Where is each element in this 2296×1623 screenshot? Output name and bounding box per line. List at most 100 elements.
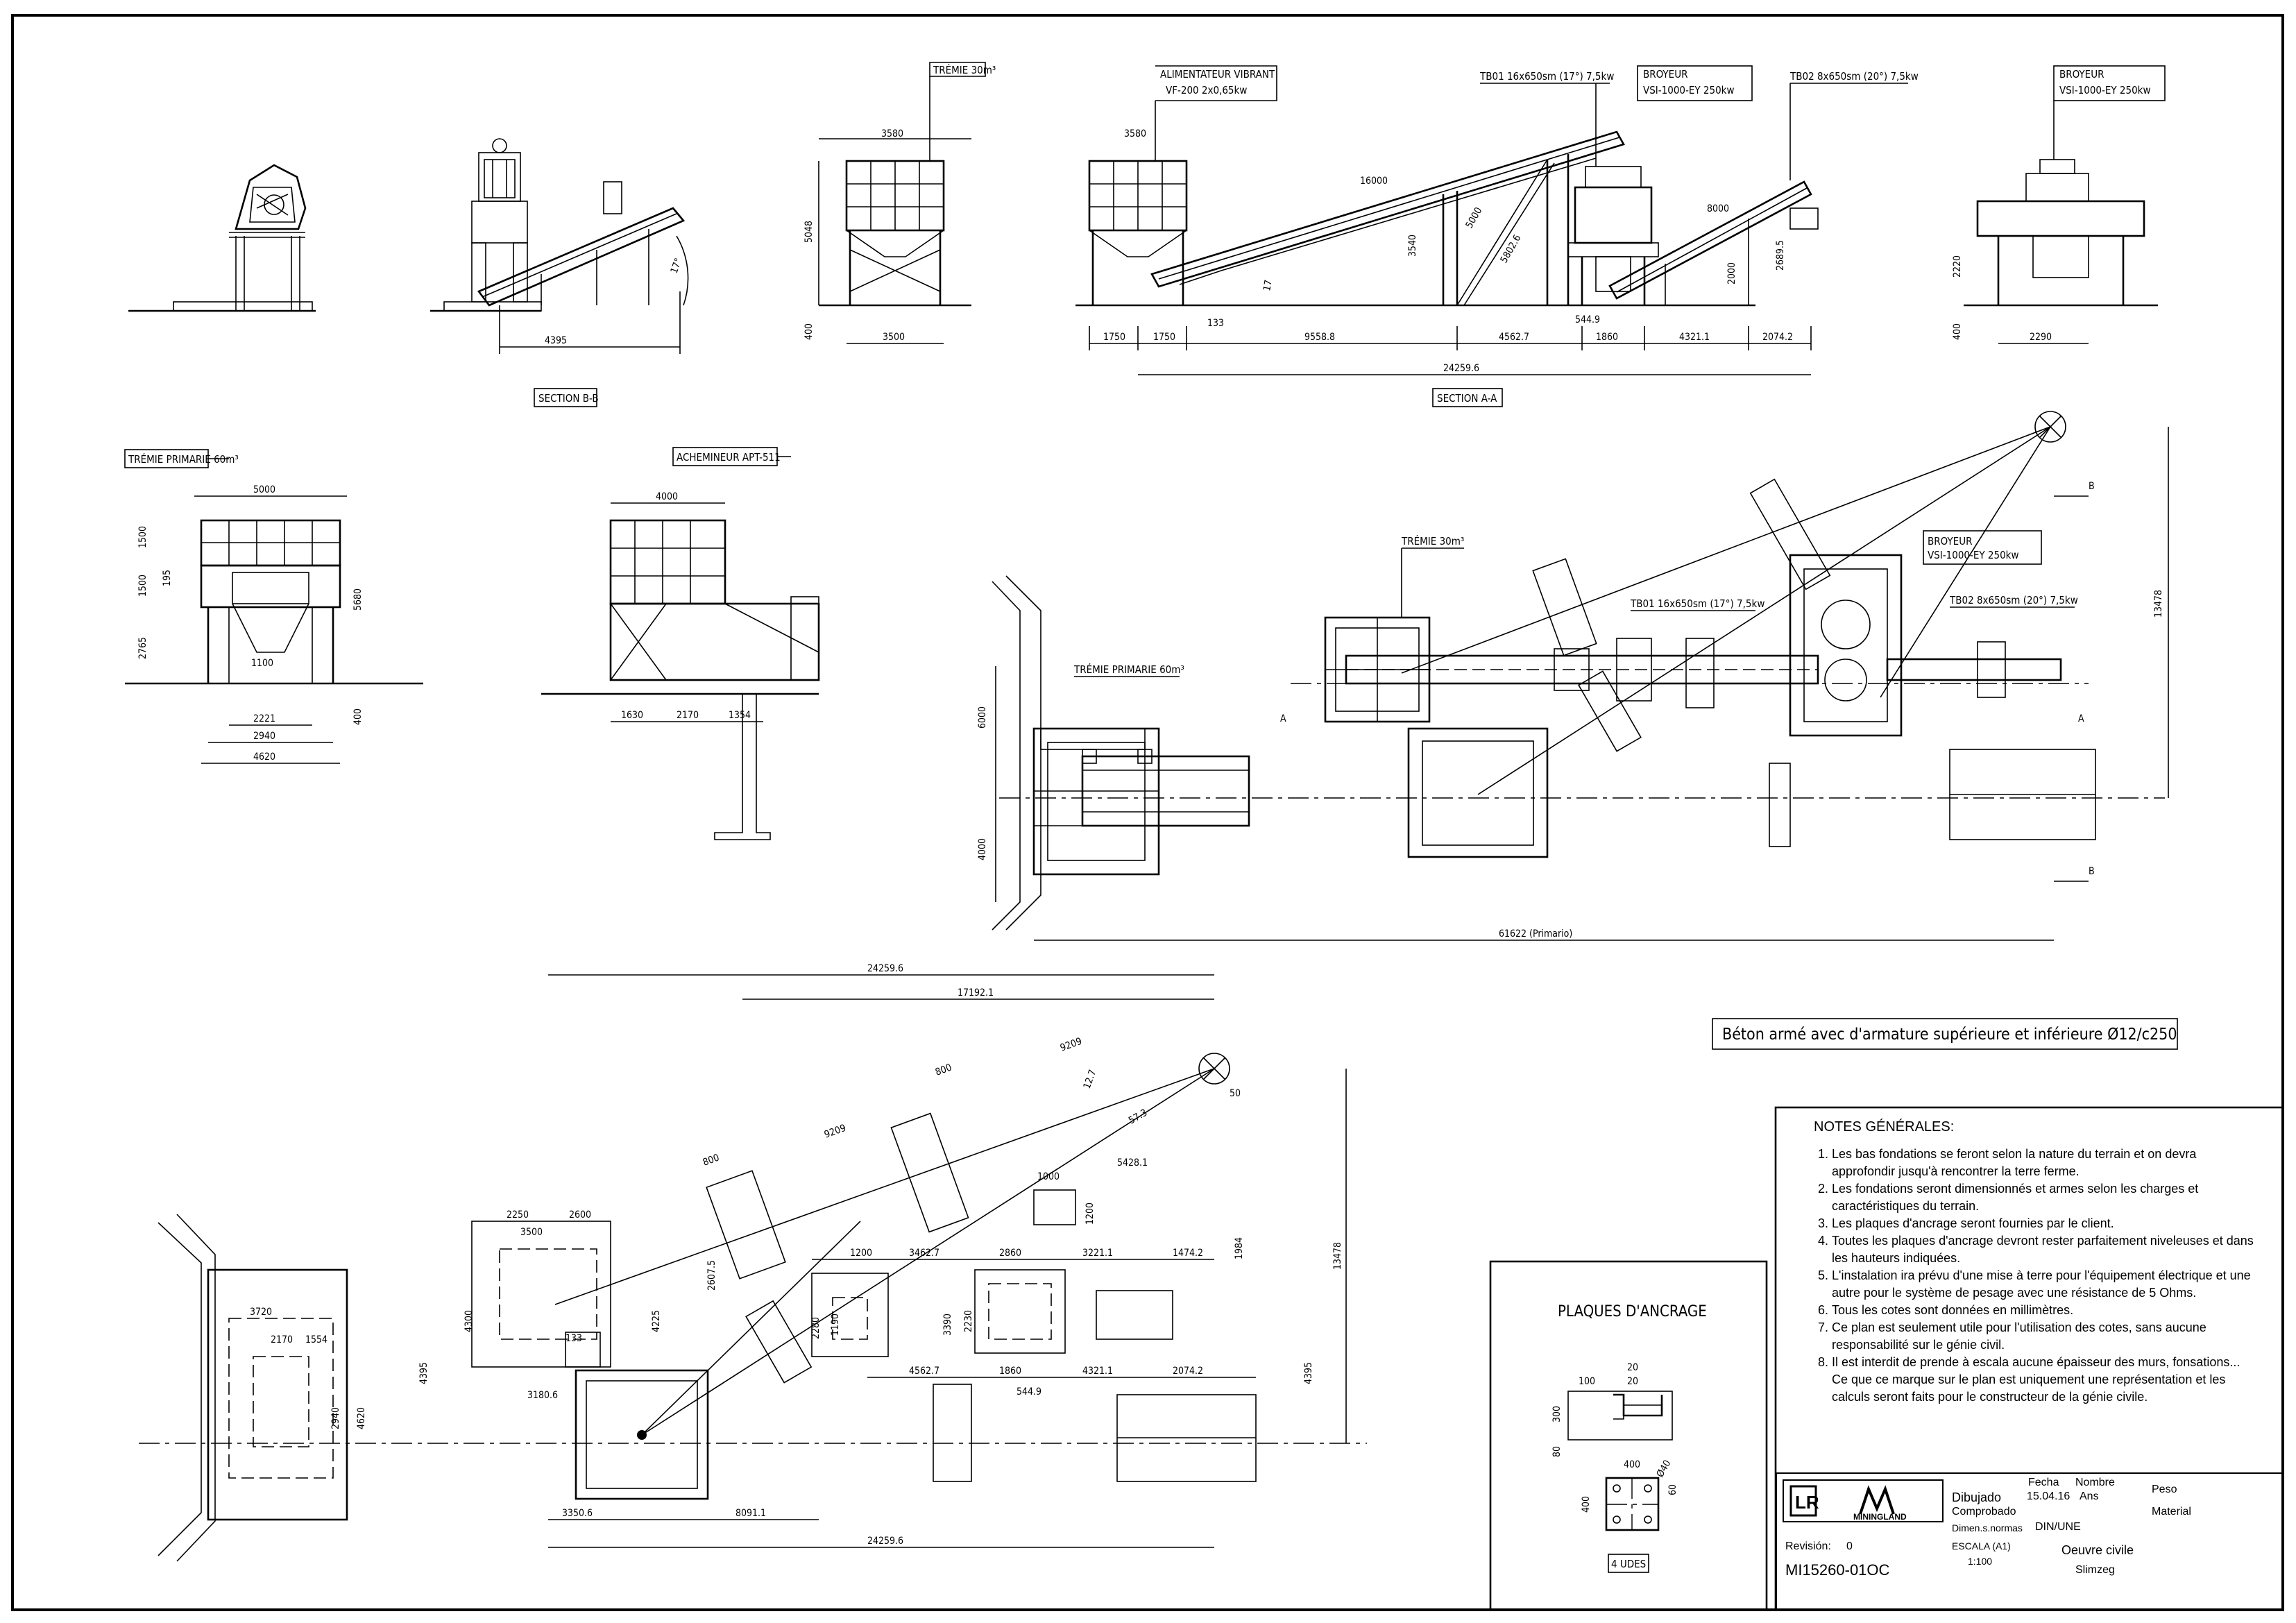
broyeur-label-2: VSI-1000-EY 250kw bbox=[1643, 84, 1735, 96]
dim-1500-b: 1500 bbox=[137, 575, 148, 597]
dim-2600: 2600 bbox=[569, 1209, 591, 1221]
dim-bb-4395: 4395 bbox=[545, 335, 567, 346]
section-bb-conveyor-view: 17° 4395 SECTION B-B bbox=[430, 138, 689, 407]
plaques-d20-b: 20 bbox=[1627, 1376, 1638, 1387]
dim-1100: 1100 bbox=[251, 658, 273, 669]
dim-5802: 5802.6 bbox=[1499, 233, 1524, 265]
dim-5428: 5428.1 bbox=[1117, 1157, 1148, 1169]
svg-text:LR: LR bbox=[1795, 1492, 1819, 1513]
dim-4300: 4300 bbox=[464, 1310, 475, 1332]
tremie30-label: TRÉMIE 30m³ bbox=[933, 63, 996, 76]
note-item: Tous les cotes sont données en millimètr… bbox=[1832, 1302, 2258, 1319]
revision-value: 0 bbox=[1846, 1540, 1853, 1552]
tb01-label: TB01 16x650sm (17°) 7,5kw bbox=[1479, 70, 1614, 83]
plaques-d300: 300 bbox=[1551, 1406, 1563, 1422]
dim-4620-b: 4620 bbox=[356, 1407, 367, 1429]
dim-5680: 5680 bbox=[352, 588, 364, 611]
dibujado-label: Dibujado bbox=[1952, 1490, 2002, 1504]
dim-1200-a: 1200 bbox=[1085, 1203, 1096, 1225]
fecha-header: Fecha bbox=[2028, 1477, 2059, 1488]
dim-3540: 3540 bbox=[1407, 235, 1418, 257]
dim-6000: 6000 bbox=[977, 706, 988, 729]
dim-16000: 16000 bbox=[1360, 176, 1388, 187]
dim-24259-a: 24259.6 bbox=[1443, 363, 1479, 374]
dim-9558: 9558.8 bbox=[1304, 332, 1335, 343]
plaques-units: 4 UDES bbox=[1611, 1558, 1646, 1570]
plaques-d40: Ø40 bbox=[1655, 1459, 1674, 1479]
dim-4562-b: 4562.7 bbox=[909, 1366, 939, 1377]
dim-800-b: 800 bbox=[701, 1152, 721, 1168]
foundation-plan: 3720 2170 1554 2940 4620 4395 133 2250 2… bbox=[139, 963, 1367, 1562]
dim-57: 57.3 bbox=[1127, 1107, 1149, 1127]
dim-3500-b: 3500 bbox=[520, 1227, 543, 1238]
dim-544-b: 544.9 bbox=[1017, 1386, 1041, 1397]
dim-1354: 1354 bbox=[729, 710, 751, 721]
dim-3350: 3350.6 bbox=[562, 1508, 593, 1519]
dim-3221: 3221.1 bbox=[1082, 1248, 1113, 1259]
angle-label: 17° bbox=[669, 257, 685, 275]
dim-2280: 2280 bbox=[810, 1317, 822, 1339]
dim-400-c: 400 bbox=[352, 708, 364, 725]
note-item: Il est interdit de prende à escala aucun… bbox=[1832, 1354, 2258, 1406]
escala-value: 1:100 bbox=[1968, 1556, 1993, 1567]
broyeur-r-label-2: VSI-1000-EY 250kw bbox=[2059, 84, 2151, 96]
dim-1984: 1984 bbox=[1234, 1237, 1245, 1259]
logo-area: LR MININGLAND bbox=[1783, 1479, 1944, 1522]
section-b-bottom: B bbox=[2089, 866, 2095, 877]
dim-3580-a: 3580 bbox=[881, 128, 903, 139]
section-aa-elevation: 3580 16000 5000 3540 5802.6 17 8000 2000… bbox=[1075, 65, 1919, 407]
dim-1630: 1630 bbox=[621, 710, 643, 721]
alim-label-2: VF-200 2x0,65kw bbox=[1166, 84, 1247, 96]
dim-4620: 4620 bbox=[253, 751, 275, 763]
feeder-apt511-elevation: ACHEMINEUR APT-511 4000 1630 2170 1354 bbox=[541, 447, 820, 840]
dim-1474: 1474.2 bbox=[1173, 1248, 1203, 1259]
dim-1860-a: 1860 bbox=[1596, 332, 1618, 343]
material-header: Material bbox=[2152, 1506, 2191, 1518]
dim-2940-b: 2940 bbox=[330, 1407, 341, 1429]
dim-1750-a: 1750 bbox=[1103, 332, 1125, 343]
plan-tb01-label: TB01 16x650sm (17°) 7,5kw bbox=[1630, 597, 1764, 610]
tb02-label: TB02 8x650sm (20°) 7,5kw bbox=[1789, 70, 1919, 83]
plaques-d400: 400 bbox=[1624, 1459, 1640, 1470]
broyeur-r-label-1: BROYEUR bbox=[2059, 68, 2104, 80]
notes-list: Les bas fondations se feront selon la na… bbox=[1814, 1146, 2258, 1406]
primary-hopper-elevation: TRÉMIE PRIMARIE 60m³ 5000 1500 1500 195 … bbox=[124, 449, 423, 764]
section-bb-crusher-view bbox=[128, 164, 316, 312]
dim-8000: 8000 bbox=[1707, 203, 1729, 214]
comprobado-label: Comprobado bbox=[1952, 1506, 2016, 1518]
note-item: Les bas fondations se feront selon la na… bbox=[1832, 1146, 2258, 1180]
revision-label: Revisión: bbox=[1785, 1540, 1831, 1552]
note-item: Ce plan est seulement utile pour l'utili… bbox=[1832, 1319, 2258, 1354]
alim-label-1: ALIMENTATEUR VIBRANT bbox=[1160, 68, 1275, 80]
drawing-title: Oeuvre civile bbox=[2061, 1543, 2134, 1557]
dim-5048: 5048 bbox=[803, 221, 815, 243]
dim-2170-a: 2170 bbox=[677, 710, 699, 721]
din-label: DIN/UNE bbox=[2035, 1521, 2081, 1533]
dim-1000: 1000 bbox=[1037, 1171, 1060, 1182]
plaques-d20-a: 20 bbox=[1627, 1362, 1638, 1373]
dim-3500-a: 3500 bbox=[883, 332, 905, 343]
dim-2170-b: 2170 bbox=[271, 1334, 293, 1345]
acheminer-label: ACHEMINEUR APT-511 bbox=[677, 451, 781, 464]
dim-400-b: 400 bbox=[1952, 323, 1963, 340]
title-block: LR MININGLAND Fecha Nombre Peso Dibujado… bbox=[1776, 1472, 2283, 1610]
normas-label: Dimen.s.normas bbox=[1952, 1522, 2023, 1533]
dim-17192: 17192.1 bbox=[958, 987, 994, 999]
dim-4321-b: 4321.1 bbox=[1082, 1366, 1113, 1377]
dim-5000: 5000 bbox=[1464, 205, 1485, 230]
dim-2220: 2220 bbox=[1952, 255, 1963, 278]
dim-13478-b: 13478 bbox=[1332, 1242, 1343, 1270]
dim-195: 195 bbox=[162, 570, 173, 586]
dim-3462: 3462.7 bbox=[909, 1248, 939, 1259]
section-b-top: B bbox=[2089, 481, 2095, 492]
plaques-d60: 60 bbox=[1667, 1484, 1678, 1495]
dim-400-a: 400 bbox=[803, 323, 815, 340]
note-item: L'instalation ira prévu d'une mise à ter… bbox=[1832, 1267, 2258, 1302]
sheet-border bbox=[11, 14, 2284, 1611]
plaques-d400-b: 400 bbox=[1581, 1496, 1592, 1513]
broyeur-label-1: BROYEUR bbox=[1643, 68, 1687, 80]
general-notes: NOTES GÉNÉRALES: Les bas fondations se f… bbox=[1814, 1119, 2258, 1406]
dim-1200-b: 1200 bbox=[850, 1248, 872, 1259]
angle-17: 17 bbox=[1261, 279, 1275, 292]
note-item: Toutes les plaques d'ancrage devront res… bbox=[1832, 1232, 2258, 1267]
